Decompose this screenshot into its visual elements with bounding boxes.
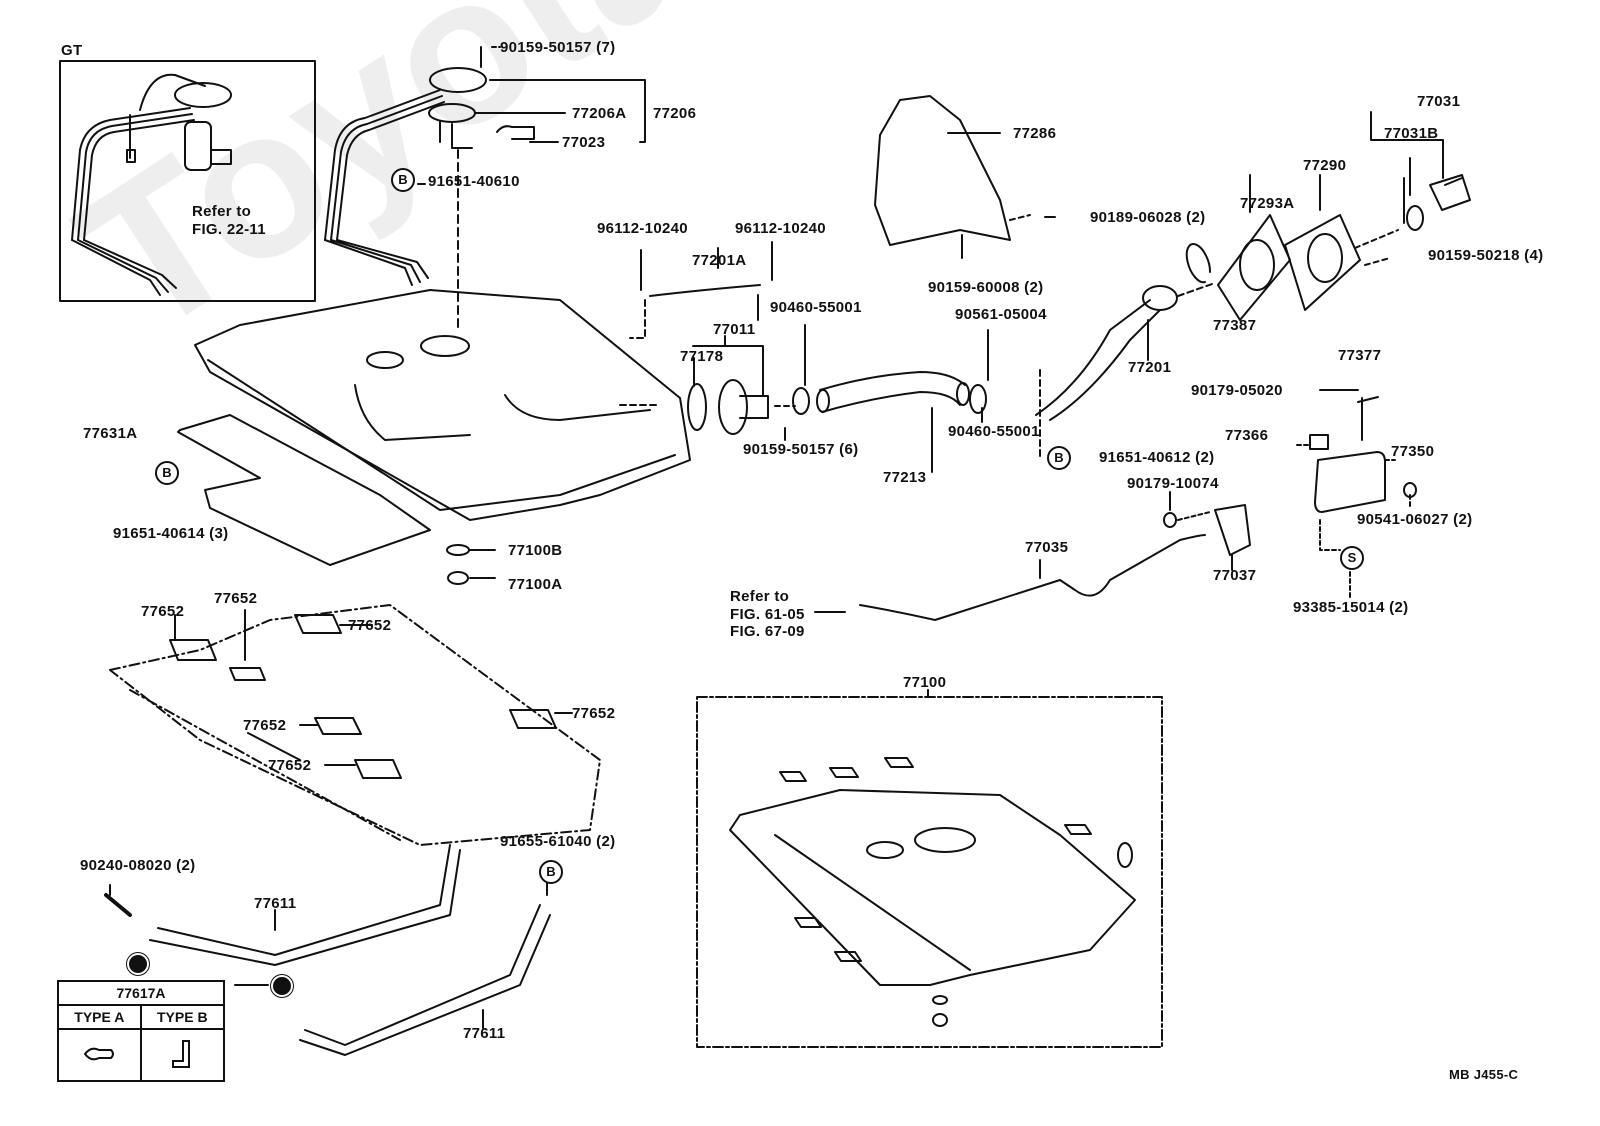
filler-housing-drawing <box>1284 214 1361 311</box>
part-label-90159-50218[interactable]: 90159-50218 (4) <box>1428 247 1544 264</box>
part-label-90240-08020[interactable]: 90240-08020 (2) <box>80 857 196 874</box>
fuel-cap-drawing <box>1429 174 1471 211</box>
part-label-77387[interactable]: 77387 <box>1213 317 1257 334</box>
type-b-clip-icon <box>139 1028 226 1082</box>
type-a-clip-icon <box>57 1028 142 1082</box>
filled-circle-marker-icon <box>273 977 291 995</box>
part-label-90179-10074[interactable]: 90179-10074 <box>1127 475 1219 492</box>
part-label-77031[interactable]: 77031 <box>1417 93 1461 110</box>
type-table: 77617A TYPE A TYPE B <box>57 980 226 1082</box>
type-table-type-a: TYPE A <box>57 1004 142 1030</box>
part-label-90189-06028[interactable]: 90189-06028 (2) <box>1090 209 1206 226</box>
leader-77206 <box>474 79 646 143</box>
fuel-door-drawing <box>1314 451 1386 513</box>
part-label-90159-50157-6[interactable]: 90159-50157 (6) <box>743 441 859 458</box>
part-label-77611[interactable]: 77611 <box>254 895 297 912</box>
gt-refer-line2[interactable]: FIG. 22-11 <box>192 220 266 238</box>
tank-assembly-frame <box>696 696 1163 1048</box>
part-label-91655-61040[interactable]: 91655-61040 (2) <box>500 833 616 850</box>
filled-circle-marker-icon <box>129 955 147 973</box>
type-table-part[interactable]: 77617A <box>57 980 225 1006</box>
part-label-77213[interactable]: 77213 <box>883 469 927 486</box>
part-label-96112-10240-b[interactable]: 96112-10240 <box>735 220 826 237</box>
gt-inset-frame <box>59 60 316 302</box>
part-label-91651-40612[interactable]: 91651-40612 (2) <box>1099 449 1215 466</box>
hinge-drawing <box>1309 434 1329 450</box>
part-label-77286[interactable]: 77286 <box>1013 125 1057 142</box>
strap-2-drawing <box>299 904 551 1056</box>
part-label-77100B[interactable]: 77100B <box>508 542 563 559</box>
part-label-77652[interactable]: 77652 <box>348 617 392 634</box>
part-label-77023[interactable]: 77023 <box>562 134 606 151</box>
gt-heading: GT <box>61 42 83 59</box>
part-label-77631A[interactable]: 77631A <box>83 425 138 442</box>
part-label-90561-05004[interactable]: 90561-05004 <box>955 306 1047 323</box>
tank-assembly-pads <box>779 757 1092 962</box>
part-label-77652[interactable]: 77652 <box>572 705 616 722</box>
gt-refer-line1: Refer to <box>192 203 252 220</box>
fuel-tank-drawing <box>194 289 691 521</box>
opener-cable-drawing <box>859 534 1206 621</box>
type-table-type-b: TYPE B <box>139 1004 226 1030</box>
tank-pads-drawing <box>109 604 601 846</box>
part-label-96112-10240-a[interactable]: 96112-10240 <box>597 220 688 237</box>
part-label-77652[interactable]: 77652 <box>214 590 258 607</box>
part-label-77652[interactable]: 77652 <box>141 603 185 620</box>
shield-drawing <box>874 95 1011 246</box>
part-label-77290[interactable]: 77290 <box>1303 157 1347 174</box>
part-label-77652[interactable]: 77652 <box>268 757 312 774</box>
marker-s-icon: S <box>1340 546 1364 570</box>
part-label-91651-40614[interactable]: 91651-40614 (3) <box>113 525 229 542</box>
part-label-91651-40610[interactable]: 91651-40610 <box>428 173 520 190</box>
part-label-77206A[interactable]: 77206A <box>572 105 627 122</box>
part-label-93385-15014[interactable]: 93385-15014 (2) <box>1293 599 1409 616</box>
snap-ring-drawing <box>1185 243 1212 284</box>
part-label-77100A[interactable]: 77100A <box>508 576 563 593</box>
refer-fig-line2[interactable]: FIG. 61-05 <box>730 605 805 623</box>
marker-b-icon: B <box>155 461 179 485</box>
part-label-77377[interactable]: 77377 <box>1338 347 1382 364</box>
part-label-77611[interactable]: 77611 <box>463 1025 506 1042</box>
protector-plate-drawing <box>177 414 431 566</box>
part-label-90541-06027[interactable]: 90541-06027 (2) <box>1357 511 1473 528</box>
refer-fig-note[interactable]: Refer to FIG. 61-05 FIG. 67-09 <box>730 588 805 641</box>
part-label-77293A[interactable]: 77293A <box>1240 195 1295 212</box>
part-label-77206[interactable]: 77206 <box>653 105 697 122</box>
part-label-90460-55001-a[interactable]: 90460-55001 <box>770 299 862 316</box>
part-label-77201[interactable]: 77201 <box>1128 359 1172 376</box>
part-label-77201A[interactable]: 77201A <box>692 252 747 269</box>
marker-b-icon: B <box>391 168 415 192</box>
part-label-77366[interactable]: 77366 <box>1225 427 1269 444</box>
part-label-90159-60008[interactable]: 90159-60008 (2) <box>928 279 1044 296</box>
part-label-77035[interactable]: 77035 <box>1025 539 1069 556</box>
part-label-90179-05020[interactable]: 90179-05020 <box>1191 382 1283 399</box>
part-label-77350[interactable]: 77350 <box>1391 443 1435 460</box>
part-label-77100[interactable]: 77100 <box>903 674 947 691</box>
gt-refer-note[interactable]: Refer to FIG. 22-11 <box>192 203 266 238</box>
figure-code: MB J455-C <box>1449 1067 1519 1082</box>
part-label-77652[interactable]: 77652 <box>243 717 287 734</box>
marker-b-icon: B <box>539 860 563 884</box>
marker-b-icon: B <box>1047 446 1071 470</box>
gt-fuel-pump-drawing <box>71 73 232 296</box>
gasket-drawing <box>1217 214 1291 321</box>
pad-drawings <box>169 614 557 779</box>
part-label-77037[interactable]: 77037 <box>1213 567 1257 584</box>
part-label-90159-50157-7[interactable]: 90159-50157 (7) <box>500 39 616 56</box>
part-label-77031B[interactable]: 77031B <box>1384 125 1439 142</box>
refer-fig-line3[interactable]: FIG. 67-09 <box>730 623 805 641</box>
part-label-77011[interactable]: 77011 <box>713 321 756 338</box>
part-label-77178[interactable]: 77178 <box>680 348 724 365</box>
strap-1-drawing <box>149 844 461 966</box>
opener-lock-drawing <box>1214 504 1251 556</box>
tank-assembly-drawing <box>729 789 1136 986</box>
refer-fig-line1: Refer to <box>730 588 790 605</box>
part-label-90460-55001-b[interactable]: 90460-55001 <box>948 423 1040 440</box>
filler-hose-drawing <box>687 371 987 435</box>
